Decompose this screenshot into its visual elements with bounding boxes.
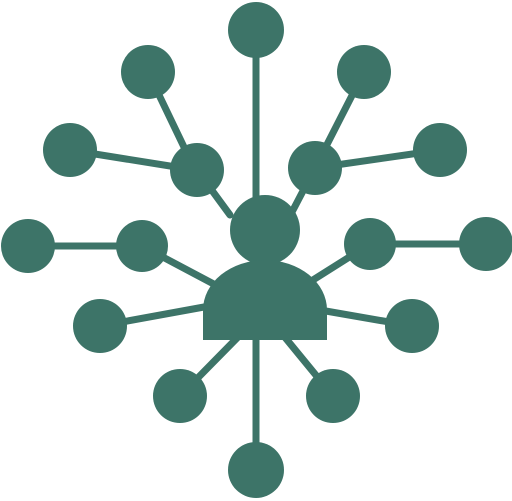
node-bottom [228, 442, 284, 498]
node-bottom-left [153, 369, 207, 423]
person-head [230, 195, 300, 265]
node-top-right-outer [337, 45, 391, 99]
node-upper-left-far [43, 123, 97, 177]
node-mid-left-inner [116, 220, 168, 272]
node-top [228, 2, 284, 58]
node-upper-left-inner [170, 143, 224, 197]
node-upper-right-inner [288, 141, 342, 195]
node-top-left-outer [121, 45, 175, 99]
person-body [203, 260, 327, 340]
node-mid-right-inner [344, 218, 396, 270]
node-mid-left-far [1, 219, 55, 273]
node-upper-right-far [413, 123, 467, 177]
node-lower-left [73, 299, 127, 353]
node-lower-right [385, 299, 439, 353]
node-mid-right-far [459, 217, 512, 271]
node-bottom-right [306, 369, 360, 423]
person-figure [203, 195, 327, 340]
